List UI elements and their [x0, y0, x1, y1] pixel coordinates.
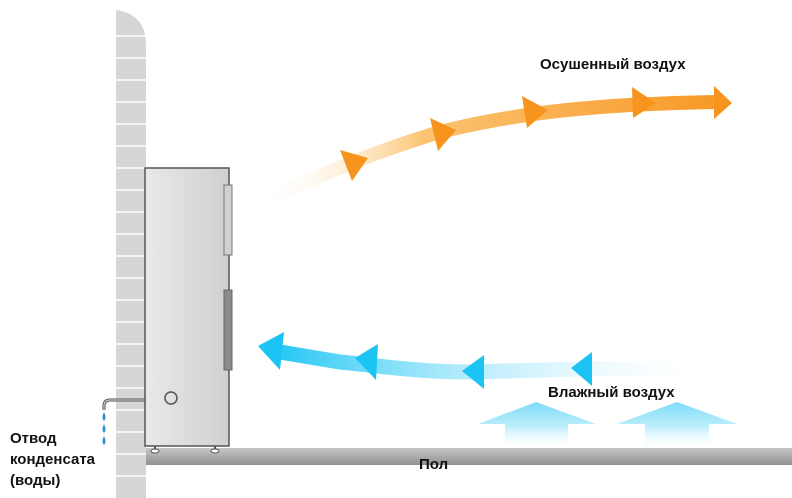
dehumidifier-unit: [144, 167, 233, 454]
humid-air-up-arrow: [617, 402, 737, 448]
unit-lower-panel: [223, 289, 233, 371]
brick-wall: [116, 10, 146, 498]
drain-pipe-inner: [103, 399, 146, 410]
condensate-drain-label: Отвод конденсата (воды): [10, 428, 110, 491]
humid-air-up-arrow: [478, 402, 596, 448]
dried-air-arrowhead: [340, 150, 368, 181]
condensate-drain-label-line2: конденсата: [10, 451, 96, 468]
condensate-drain-label-line3: (воды): [10, 472, 61, 489]
humid-air-stream: [258, 332, 690, 389]
humid-air-up-arrows: [478, 402, 737, 448]
water-drops: [102, 412, 106, 445]
floor: [120, 448, 792, 465]
humid-air-arrowhead: [571, 352, 592, 386]
humid-air-arrowhead: [355, 344, 378, 380]
dried-air-arrowhead: [632, 87, 656, 118]
dried-air-stream: [264, 86, 732, 207]
unit-upper-panel: [223, 184, 233, 256]
condensate-drain-label-line1: Отвод: [10, 430, 57, 447]
dried-air-label: Осушенный воздух: [540, 56, 686, 73]
unit-drain-port: [164, 391, 178, 405]
humid-air-arrowhead: [258, 332, 284, 370]
humid-air-label: Влажный воздух: [548, 384, 675, 401]
dried-air-arrowhead: [714, 86, 732, 119]
dried-air-arrowhead: [522, 96, 548, 128]
humid-air-arrowhead: [462, 355, 484, 389]
floor-label: Пол: [419, 456, 449, 473]
dried-air-arrowhead: [430, 118, 456, 151]
